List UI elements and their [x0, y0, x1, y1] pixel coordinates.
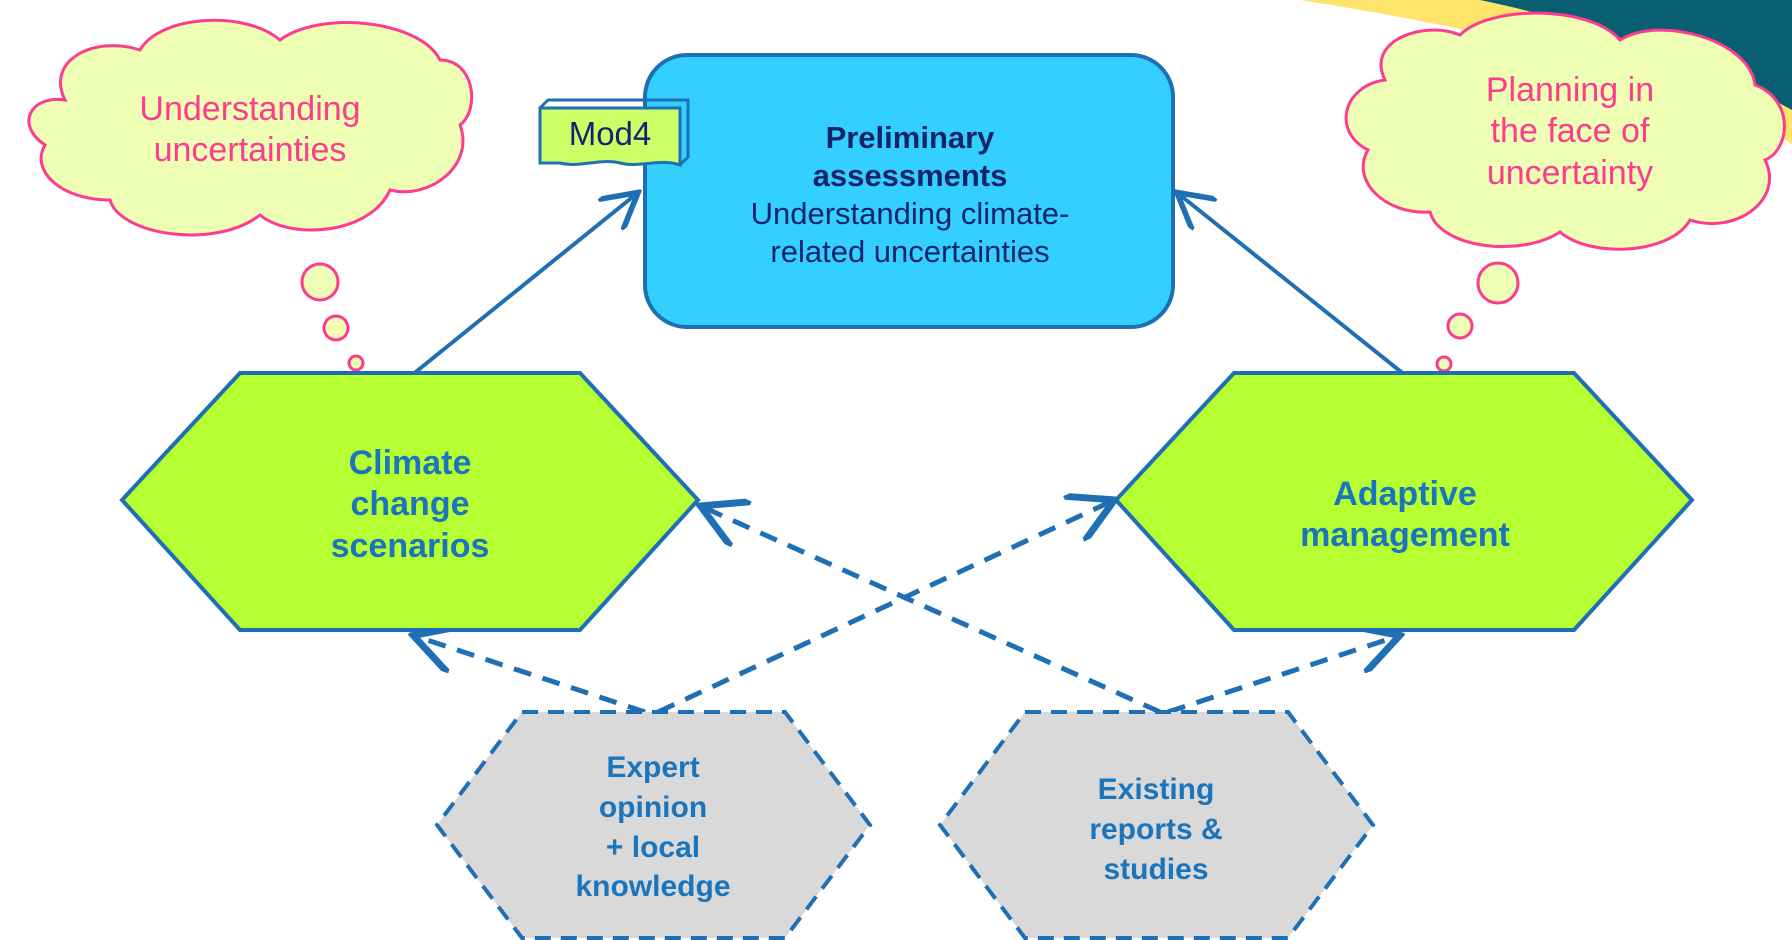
source-right-line-3: studies [1103, 852, 1209, 886]
arrow-reports-to-scenarios [705, 508, 1162, 715]
preliminary-assessments-text: Preliminary assessments Understanding cl… [650, 90, 1170, 300]
hex-right-line-2: management [1300, 516, 1510, 554]
existing-reports-hexagon [937, 710, 1376, 940]
hex-left-line-1: Climate [348, 443, 472, 482]
mod4-tag-shadow [538, 98, 690, 167]
adaptive-management-hexagon [1113, 371, 1695, 632]
thought-left-line-1: Understanding [139, 89, 361, 128]
source-left-line-1: Expert [606, 750, 700, 784]
existing-reports-text: Existing reports & studies [1023, 755, 1289, 905]
thought-left-text: Understanding uncertainties [70, 70, 430, 190]
source-left-line-4: knowledge [575, 870, 731, 904]
preliminary-assessments-box [643, 53, 1175, 329]
center-subtitle-line-1: Understanding climate- [750, 196, 1070, 231]
hex-right-line-1: Adaptive [1333, 474, 1477, 513]
expert-opinion-hexagon [434, 710, 873, 940]
thought-bubble-small [1435, 355, 1453, 373]
center-title-line-2: assessments [812, 158, 1008, 194]
thought-right-line-2: the face of [1490, 112, 1650, 151]
thought-bubble-medium [322, 314, 350, 342]
source-left-line-2: opinion [598, 790, 708, 824]
thought-cloud-right [1344, 11, 1786, 373]
source-left-line-3: + local [605, 830, 701, 864]
adaptive-management-text: Adaptive management [1225, 455, 1585, 575]
hex-left-line-2: change [350, 485, 470, 524]
mod4-tag-text: Mod4 [568, 114, 652, 152]
expert-opinion-text: Expert opinion + local knowledge [520, 735, 786, 920]
arrow-expert-to-management [656, 502, 1110, 715]
thought-right-line-3: uncertainty [1486, 153, 1654, 192]
climate-change-scenarios-text: Climate change scenarios [230, 420, 590, 590]
thought-right-line-1: Planning in [1485, 70, 1655, 109]
source-right-line-2: reports & [1089, 813, 1223, 847]
thought-bubble-small [347, 354, 365, 372]
arrow-management-to-assessments [1180, 195, 1407, 377]
mod4-tag-label: Mod4 [542, 108, 678, 160]
thought-left-line-2: uncertainties [153, 131, 347, 169]
arrow-scenarios-to-assessments [410, 195, 635, 377]
arrow-expert-to-scenarios [418, 637, 646, 715]
arrow-reports-to-management [1167, 637, 1395, 715]
center-subtitle-line-2: related uncertainties [770, 233, 1050, 269]
thought-bubble-large [1476, 261, 1520, 305]
thought-cloud-left [27, 18, 474, 372]
source-right-line-1: Existing [1097, 773, 1215, 807]
hex-left-line-3: scenarios [330, 526, 490, 565]
center-title-line-1: Preliminary [825, 120, 995, 156]
climate-change-scenarios-hexagon [119, 371, 701, 632]
thought-right-text: Planning in the face of uncertainty [1400, 52, 1740, 212]
thought-bubble-medium [1446, 312, 1474, 340]
mod4-tag-shape [538, 106, 682, 168]
thought-bubble-large [300, 262, 340, 302]
